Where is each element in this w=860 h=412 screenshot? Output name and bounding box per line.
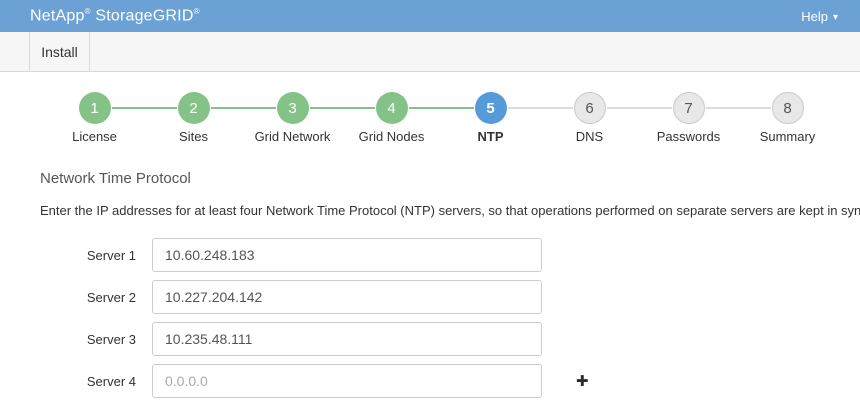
ntp-server-row: Server 2 xyxy=(40,280,860,314)
server-2-input[interactable] xyxy=(152,280,542,314)
tab-install[interactable]: Install xyxy=(30,32,90,71)
help-label: Help xyxy=(801,8,828,24)
server-3-input[interactable] xyxy=(152,322,542,356)
step-5-ntp[interactable]: 5 NTP xyxy=(441,92,573,144)
tabbar-spacer xyxy=(0,32,30,71)
ntp-page: Network Time Protocol Enter the IP addre… xyxy=(40,170,860,398)
server-4-input[interactable] xyxy=(152,364,542,398)
step-3-grid-network[interactable]: 3 Grid Network xyxy=(243,92,375,144)
brand-title: NetApp® StorageGRID® xyxy=(30,6,200,25)
server-1-input[interactable] xyxy=(152,238,542,272)
field-label-server-3: Server 3 xyxy=(86,331,136,347)
add-server-button[interactable]: ✚ xyxy=(576,374,589,389)
step-label: NTP xyxy=(477,129,504,144)
ntp-server-row: Server 3 xyxy=(40,322,860,356)
help-menu[interactable]: Help ▾ xyxy=(801,9,838,24)
step-6-dns[interactable]: 6 DNS xyxy=(540,92,672,144)
step-4-grid-nodes[interactable]: 4 Grid Nodes xyxy=(342,92,474,144)
ntp-server-row: Server 4 ✚ xyxy=(40,364,860,398)
step-7-passwords[interactable]: 7 Passwords xyxy=(639,92,771,144)
install-stepper: 1 License 2 Sites 3 Grid Network 4 Grid … xyxy=(45,92,837,144)
chevron-down-icon: ▾ xyxy=(832,11,838,23)
page-title: Network Time Protocol xyxy=(40,170,191,187)
ntp-server-form: Server 1 Server 2 Server 3 Server 4 ✚ xyxy=(40,238,860,398)
step-label: Grid Nodes xyxy=(358,129,425,144)
field-label-server-2: Server 2 xyxy=(86,289,136,305)
plus-icon: ✚ xyxy=(576,372,589,390)
step-circle: 6 xyxy=(573,92,606,124)
registered-mark: ® xyxy=(193,6,200,16)
step-circle: 4 xyxy=(375,92,408,124)
step-label: License xyxy=(72,129,117,144)
step-circle: 3 xyxy=(276,92,309,124)
step-circle: 2 xyxy=(177,92,210,124)
step-label: DNS xyxy=(575,129,604,144)
registered-mark: ® xyxy=(84,6,91,16)
ntp-server-row: Server 1 xyxy=(40,238,860,272)
step-2-sites[interactable]: 2 Sites xyxy=(144,92,276,144)
step-circle: 5 xyxy=(474,92,507,124)
step-1-license[interactable]: 1 License xyxy=(45,92,177,144)
field-label-server-1: Server 1 xyxy=(86,247,136,263)
step-8-summary[interactable]: 8 Summary xyxy=(738,92,837,144)
tabbar: Install xyxy=(0,32,860,72)
field-label-server-4: Server 4 xyxy=(86,373,136,389)
step-circle: 8 xyxy=(771,92,804,124)
page-description: Enter the IP addresses for at least four… xyxy=(40,203,860,218)
step-circle: 7 xyxy=(672,92,705,124)
step-label: Passwords xyxy=(656,129,721,144)
step-label: Grid Network xyxy=(254,129,331,144)
step-label: Summary xyxy=(759,129,816,144)
step-label: Sites xyxy=(179,129,208,144)
app-header: NetApp® StorageGRID® Help ▾ xyxy=(0,0,860,32)
step-circle: 1 xyxy=(78,92,111,124)
